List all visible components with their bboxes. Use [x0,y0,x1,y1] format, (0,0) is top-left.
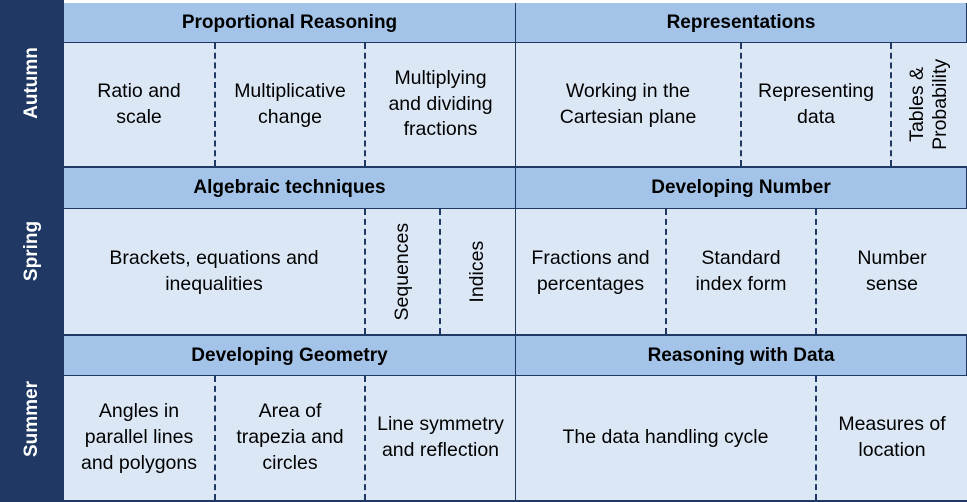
unit-label: Standard index form [695,246,787,295]
term-label: Spring [21,220,42,282]
unit-cell: Angles in parallel lines and polygons [64,376,216,500]
unit-cell: Indices [441,209,516,334]
term-spring: Spring [0,168,64,334]
top-strip [64,0,967,3]
unit-label: Area of trapezia and circles [236,400,344,474]
term-label: Autumn [21,47,42,119]
unit-label: The data handling cycle [562,426,769,449]
unit-label: Working in the Cartesian plane [559,79,697,128]
block-header-algebraic-techniques: Algebraic techniques [64,168,516,209]
unit-cell: Representing data [742,43,892,166]
unit-label: Multiplying and dividing fractions [388,66,493,141]
unit-label: Measures of location [838,413,946,461]
term-autumn: Autumn [0,0,64,166]
term-label: Summer [21,380,42,458]
unit-cell: Standard index form [667,209,817,334]
unit-cell: Tables & Probability [892,43,967,166]
block-header-developing-geometry: Developing Geometry [64,336,516,376]
unit-label: Representing data [758,79,874,128]
unit-cell: Multiplying and dividing fractions [366,43,516,166]
unit-label: Tables & Probability [906,58,952,151]
row-divider [64,334,967,336]
row-divider [64,500,967,502]
unit-cell: Brackets, equations and inequalities [64,209,366,334]
term-summer: Summer [0,336,64,502]
unit-cell: Ratio and scale [64,43,216,166]
unit-label: Fractions and percentages [531,246,650,295]
block-header-reasoning-with-data: Reasoning with Data [516,336,967,376]
unit-label: Indices [466,240,489,303]
row-divider [64,166,967,168]
block-header-proportional-reasoning: Proportional Reasoning [64,3,516,43]
unit-cell: The data handling cycle [516,376,817,500]
unit-cell: Working in the Cartesian plane [516,43,742,166]
unit-label: Multiplicative change [234,79,346,128]
unit-cell: Area of trapezia and circles [216,376,366,500]
block-header-representations: Representations [516,3,967,43]
unit-cell: Line symmetry and reflection [366,376,516,500]
unit-label: Brackets, equations and inequalities [109,246,319,295]
unit-label: Angles in parallel lines and polygons [80,400,197,474]
unit-label: Sequences [390,222,413,321]
unit-label: Line symmetry and reflection [377,413,504,461]
block-header-developing-number: Developing Number [516,168,967,209]
unit-cell: Number sense [817,209,967,334]
unit-cell: Fractions and percentages [516,209,667,334]
unit-cell: Measures of location [817,376,967,500]
unit-label: Number sense [857,246,927,295]
unit-label: Ratio and scale [97,79,181,128]
unit-cell: Sequences [366,209,441,334]
unit-cell: Multiplicative change [216,43,366,166]
